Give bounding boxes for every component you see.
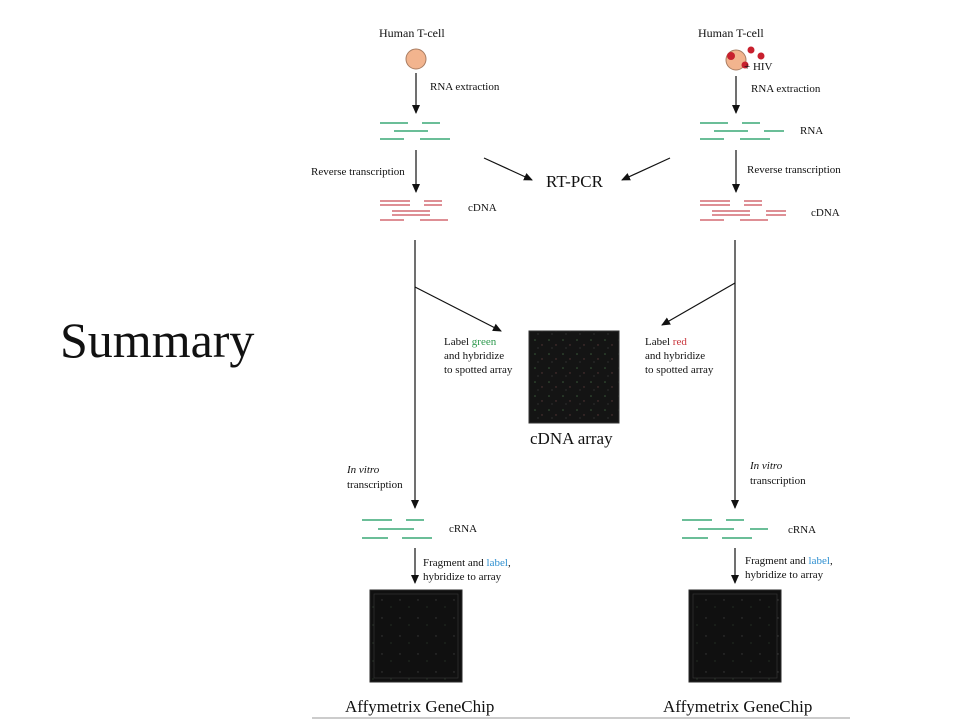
right-hiv-label: + HIV bbox=[744, 61, 773, 73]
right-rna-extraction-label: RNA extraction bbox=[751, 83, 821, 95]
rna-strands-right bbox=[700, 122, 784, 140]
right-hybridize-line1: and hybridize bbox=[645, 350, 706, 362]
crna-strands-left bbox=[362, 519, 432, 539]
right-fragment-prefix: Fragment and bbox=[745, 555, 809, 567]
left-fragment-suffix: , bbox=[507, 557, 511, 569]
left-fragment-label: Fragment and label, bbox=[423, 557, 511, 570]
slide-title: Summary bbox=[60, 312, 255, 368]
right-fragment-suffix: , bbox=[829, 555, 833, 567]
left-hybridize-line1: and hybridize bbox=[444, 350, 505, 362]
hiv-particle-icon bbox=[741, 61, 749, 69]
left-cell-label: Human T-cell bbox=[379, 26, 445, 40]
arrow-to-cdna-array-left bbox=[414, 286, 502, 332]
right-fragment-label-word: label bbox=[808, 555, 830, 567]
left-transcription-label: transcription bbox=[347, 479, 403, 491]
rt-pcr-label: RT-PCR bbox=[546, 172, 603, 191]
right-label-prefix: Label bbox=[645, 336, 673, 348]
left-label-prefix: Label bbox=[444, 336, 472, 348]
left-reverse-transcription-label: Reverse transcription bbox=[311, 166, 405, 178]
right-cdna-label: cDNA bbox=[811, 207, 840, 219]
left-in-vitro-label: In vitro bbox=[347, 464, 380, 476]
right-rna-label: RNA bbox=[800, 125, 824, 137]
left-rna-extraction-label: RNA extraction bbox=[430, 81, 500, 93]
right-fragment-label: Fragment and label, bbox=[745, 555, 833, 568]
cdna-strands-right bbox=[700, 200, 786, 221]
hiv-particle-icon bbox=[727, 52, 735, 60]
right-in-vitro-label: In vitro bbox=[750, 460, 783, 472]
right-reverse-transcription-label: Reverse transcription bbox=[747, 164, 841, 176]
right-hybridize-line2: to spotted array bbox=[645, 364, 714, 376]
right-cell-label: Human T-cell bbox=[698, 26, 764, 40]
right-label-red-text: Label red bbox=[645, 336, 687, 349]
genechip-left bbox=[369, 589, 463, 683]
hiv-particle-icon bbox=[747, 46, 755, 54]
cdna-array-label: cDNA array bbox=[530, 429, 613, 448]
left-fragment-prefix: Fragment and bbox=[423, 557, 487, 569]
left-label-color-word: green bbox=[471, 336, 497, 348]
left-hybridize-line2: to spotted array bbox=[444, 364, 513, 376]
right-transcription-label: transcription bbox=[750, 475, 806, 487]
right-label-color-word: red bbox=[672, 336, 687, 348]
left-crna-label: cRNA bbox=[449, 523, 478, 535]
genechip-right bbox=[688, 589, 782, 683]
right-crna-label: cRNA bbox=[788, 524, 817, 536]
arrow-to-cdna-array-right bbox=[661, 282, 736, 326]
left-cdna-label: cDNA bbox=[468, 202, 497, 214]
t-cell-icon bbox=[405, 48, 427, 70]
left-genechip-label: Affymetrix GeneChip bbox=[345, 697, 495, 716]
hiv-particle-icon bbox=[757, 52, 765, 60]
left-fragment-label-word: label bbox=[486, 557, 508, 569]
arrow-to-rtpcr-left bbox=[483, 157, 533, 181]
arrow-to-rtpcr-right bbox=[621, 157, 671, 181]
rna-strands-left bbox=[380, 122, 450, 140]
right-genechip-label: Affymetrix GeneChip bbox=[663, 697, 813, 716]
left-hybridize-to-array: hybridize to array bbox=[423, 571, 502, 583]
cdna-array-image bbox=[528, 330, 620, 424]
cdna-strands-left bbox=[380, 200, 448, 221]
left-label-green-text: Label green bbox=[444, 336, 496, 349]
crna-strands-right bbox=[682, 519, 768, 539]
right-hybridize-to-array: hybridize to array bbox=[745, 569, 824, 581]
